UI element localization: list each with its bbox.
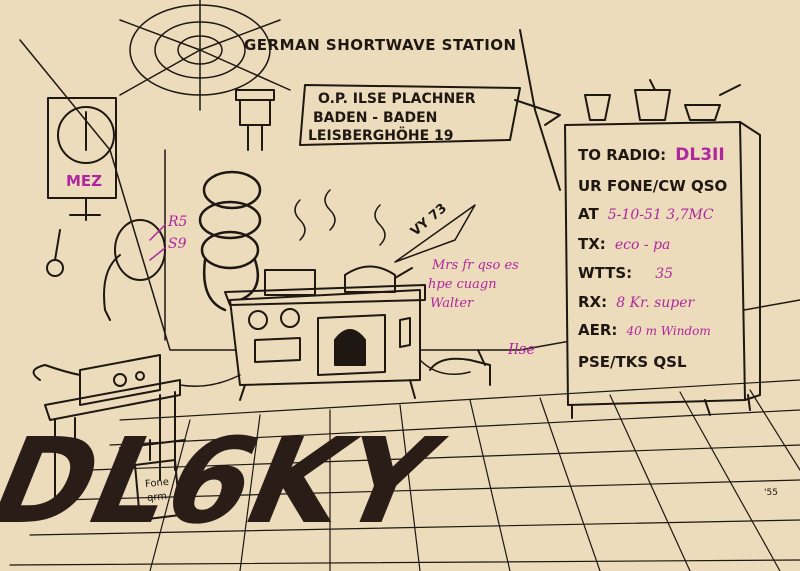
qsl-aer: AER: 40 m Windom [578, 320, 711, 339]
at-label: AT [578, 205, 599, 223]
operator-street: LEISBERGHÖHE 19 [308, 128, 454, 144]
ur-fone-label: UR FONE/CW QSO [578, 177, 728, 195]
to-radio-value: DL3II [675, 145, 725, 165]
callsign-floor-text: DL6KY [0, 412, 460, 549]
at-value: 5-10-51 3,7MC [607, 207, 714, 223]
qsl-to-radio: TO RADIO: DL3II [578, 145, 725, 165]
watts-label: WTTS: [578, 264, 633, 282]
cable-wire [179, 359, 471, 387]
operator-name: O.P. ILSE PLACHNER [318, 91, 476, 107]
spider-web-icon [119, 0, 291, 111]
address-banner [299, 84, 521, 146]
tx-value: eco - pa [614, 237, 671, 253]
note-line-2: hpe cuagn [428, 277, 497, 292]
report-s9: S9 [168, 236, 187, 252]
rx-value: 8 Kr. super [616, 295, 695, 311]
qsl-ur-fone: UR FONE/CW QSO [578, 176, 727, 195]
artist-mark: '55 [764, 488, 778, 498]
tx-label: TX: [578, 235, 606, 253]
signature: Ilse [508, 340, 536, 358]
qsl-pse: PSE/TKS QSL [578, 352, 687, 371]
operator-city: BADEN - BADEN [313, 110, 438, 126]
qsl-at: AT 5-10-51 3,7MC [578, 204, 714, 223]
aer-label: AER: [578, 321, 618, 339]
qsl-watts: WTTS: 35 [578, 263, 673, 282]
bucket-label-2: qrm [146, 490, 168, 505]
qsl-rx: RX: 8 Kr. super [578, 292, 694, 311]
pot-icon [264, 269, 316, 296]
kettle-icon [344, 265, 413, 293]
vy73-pennant [394, 204, 476, 263]
station-title: GERMAN SHORTWAVE STATION [244, 36, 517, 54]
table-illustration [44, 379, 181, 506]
report-loop [149, 224, 166, 261]
antenna-mast [519, 29, 561, 191]
tap-icon [429, 349, 491, 386]
stove-pipe [198, 170, 262, 312]
wall-clock-icon [46, 97, 117, 277]
tiled-floor [9, 379, 800, 571]
note-line-3: Walter [430, 296, 474, 311]
aer-value: 40 m Windom [626, 324, 711, 338]
pse-label: PSE/TKS QSL [578, 353, 687, 371]
note-line-1: Mrs fr qso es [432, 258, 519, 273]
clock-label: MEZ [66, 172, 103, 190]
radio-set-icon [32, 354, 161, 406]
qsl-tx: TX: eco - pa [578, 234, 670, 253]
callsign-floor-letters: DL6KY [0, 412, 460, 549]
rx-label: RX: [578, 293, 608, 311]
watts-value: 35 [655, 266, 674, 282]
stove-illustration [224, 284, 426, 401]
chimney-pipe [235, 89, 275, 151]
to-radio-label: TO RADIO: [578, 146, 667, 164]
steam-lines [294, 189, 386, 246]
report-r5: R5 [168, 214, 188, 230]
loudspeaker-icon [103, 219, 166, 321]
cabinet-illustration [564, 79, 761, 419]
